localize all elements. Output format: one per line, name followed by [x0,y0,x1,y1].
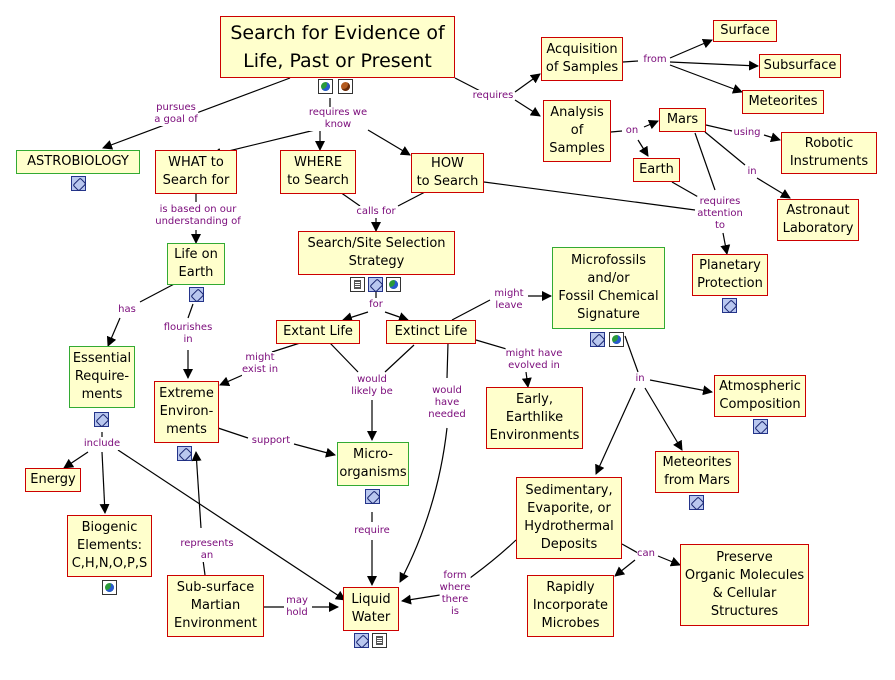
analysis-node[interactable]: Analysis of Samples [543,100,611,162]
link-label-form-where: form where there is [439,570,471,618]
life-on-earth-node[interactable]: Life on Earth [167,243,225,285]
energy-node[interactable]: Energy [25,468,81,492]
astrobiology-node[interactable]: ASTROBIOLOGY [16,150,140,174]
link-label-for: for [369,299,383,311]
what-to-search-node[interactable]: WHAT to Search for [155,150,237,194]
link-label-based-on: is based on our understanding of [155,204,241,228]
link-label-would-have-needed: would have needed [428,385,466,421]
link-label-might-exist-in: might exist in [241,352,279,376]
concept-map-icon[interactable] [753,419,768,434]
concept-map-icon[interactable] [71,176,86,191]
concept-map-icon[interactable] [354,633,369,648]
link-label-using: using [733,127,761,139]
link-label-requires: requires [472,90,514,102]
link-label-on: on [625,125,639,137]
document-icon[interactable] [350,277,365,292]
planetary-protection-node[interactable]: Planetary Protection [692,254,768,296]
earth-globe-icon[interactable] [609,332,624,347]
subsurface-martian-node[interactable]: Sub-surface Martian Environment [167,575,264,637]
essential-requirements-node[interactable]: Essential Require- ments [69,346,135,408]
earth-globe-icon[interactable] [318,79,333,94]
link-label-might-leave: might leave [494,288,524,312]
preserve-organic-molecules-node[interactable]: Preserve Organic Molecules & Cellular St… [680,544,809,626]
link-label-pursues: pursues a goal of [154,102,198,126]
concept-map-icon[interactable] [189,287,204,302]
link-label-flourishes-in: flourishes in [163,322,213,346]
link-label-has: has [118,304,136,316]
early-earthlike-node[interactable]: Early, Earthlike Environments [486,387,583,449]
link-label-in-lab: in [747,166,757,178]
extreme-environments-node[interactable]: Extreme Environ- ments [154,381,219,443]
link-label-calls-for: calls for [356,206,396,218]
earth-globe-icon[interactable] [102,580,117,595]
surface-node[interactable]: Surface [713,20,777,42]
acquisition-node[interactable]: Acquisition of Samples [541,37,623,81]
link-label-from: from [643,54,667,66]
meteorites-node[interactable]: Meteorites [742,90,824,114]
document-icon[interactable] [372,633,387,648]
astronaut-laboratory-node[interactable]: Astronaut Laboratory [777,199,859,241]
earth-globe-icon[interactable] [386,277,401,292]
concept-map-icon[interactable] [365,489,380,504]
how-to-search-node[interactable]: HOW to Search [411,153,484,193]
subsurface-node[interactable]: Subsurface [759,54,841,78]
link-label-include: include [83,438,121,450]
title-node[interactable]: Search for Evidence of Life, Past or Pre… [220,16,455,78]
concept-map-icon[interactable] [368,277,383,292]
link-label-support: support [251,435,291,447]
concept-map-icon[interactable] [689,495,704,510]
robotic-instruments-node[interactable]: Robotic Instruments [781,132,877,174]
link-label-may-hold: may hold [286,595,308,619]
microorganisms-node[interactable]: Micro- organisms [337,442,409,486]
concept-map-icon[interactable] [590,332,605,347]
extant-life-node[interactable]: Extant Life [276,320,360,344]
link-label-can: can [637,548,655,560]
link-label-might-have-evolved: might have evolved in [505,348,563,372]
microfossils-node[interactable]: Microfossils and/or Fossil Chemical Sign… [552,247,665,329]
link-label-require: require [354,525,390,537]
rapidly-incorporate-node[interactable]: Rapidly Incorporate Microbes [527,575,614,637]
where-to-search-node[interactable]: WHERE to Search [280,150,356,194]
link-label-requires-we-know: requires we know [308,107,368,131]
concept-map-icon[interactable] [94,412,109,427]
mars-planet-icon[interactable] [338,79,353,94]
meteorites-from-mars-node[interactable]: Meteorites from Mars [655,451,739,493]
mars-node[interactable]: Mars [659,108,706,132]
concept-map-icon[interactable] [722,298,737,313]
liquid-water-node[interactable]: Liquid Water [343,587,399,631]
link-label-would-likely-be: would likely be [351,374,393,398]
search-strategy-node[interactable]: Search/Site Selection Strategy [298,231,455,275]
sedimentary-deposits-node[interactable]: Sedimentary, Evaporite, or Hydrothermal … [516,477,622,559]
link-label-requires-attention: requires attention to [697,196,743,232]
earth-node[interactable]: Earth [633,158,680,182]
link-label-represents-an: represents an [180,538,234,562]
biogenic-elements-node[interactable]: Biogenic Elements: C,H,N,O,P,S [67,515,152,577]
atmospheric-composition-node[interactable]: Atmospheric Composition [714,375,806,417]
extinct-life-node[interactable]: Extinct Life [386,320,476,344]
link-label-in-fossil: in [635,373,645,385]
concept-map-icon[interactable] [177,446,192,461]
